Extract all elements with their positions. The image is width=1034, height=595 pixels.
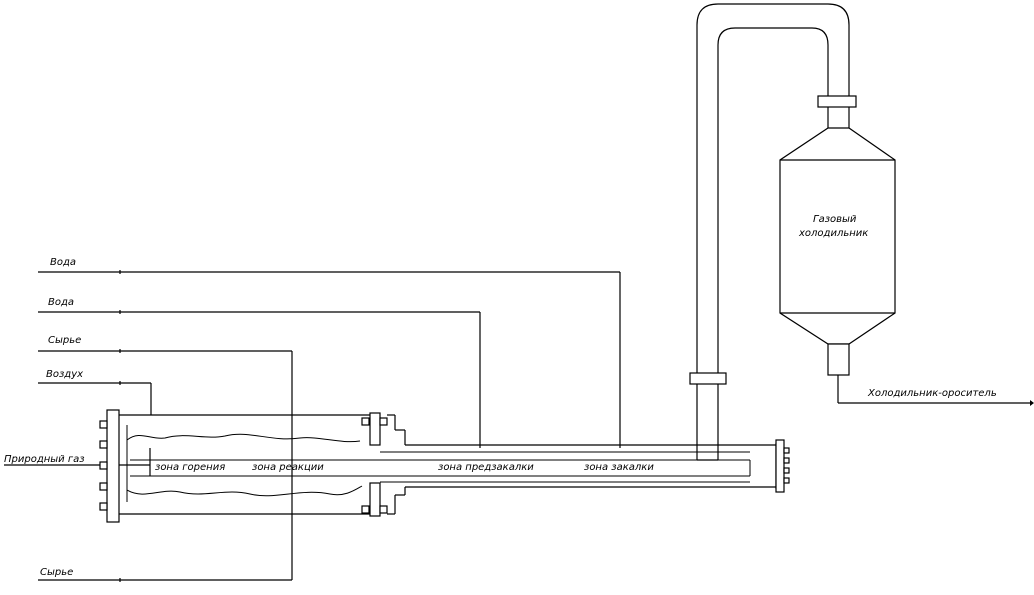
feed-line-top — [38, 349, 293, 415]
feed-label-top: Сырье — [48, 335, 81, 346]
gas-cooler — [779, 107, 896, 376]
reactor-body — [119, 414, 751, 515]
riser-pipe — [689, 3, 857, 461]
air-line — [38, 381, 152, 415]
end-flange — [775, 439, 790, 493]
outlet-line — [837, 375, 1034, 406]
natural-gas-label: Природный газ — [4, 454, 85, 465]
water-line-1 — [38, 270, 621, 448]
water-line-2 — [38, 310, 481, 448]
feed-line-bottom — [38, 514, 293, 582]
zone-reaction-label: зона реакции — [252, 462, 324, 473]
gas-cooler-label-1: Газовый — [813, 214, 857, 225]
feed-label-bottom: Сырье — [40, 567, 73, 578]
zone-quench-label: зона закалки — [584, 462, 654, 473]
cooler-irrigator-label: Холодильник-ороситель — [867, 388, 997, 399]
gas-cooler-label-2: холодильник — [798, 228, 868, 239]
water-label-1: Вода — [50, 257, 76, 268]
air-label: Воздух — [46, 369, 83, 380]
zone-combustion-label: зона горения — [155, 462, 225, 473]
zone-prequench-label: зона предзакалки — [438, 462, 534, 473]
water-label-2: Вода — [48, 297, 74, 308]
middle-flange — [361, 412, 396, 517]
reactor-head-flange — [99, 409, 120, 523]
